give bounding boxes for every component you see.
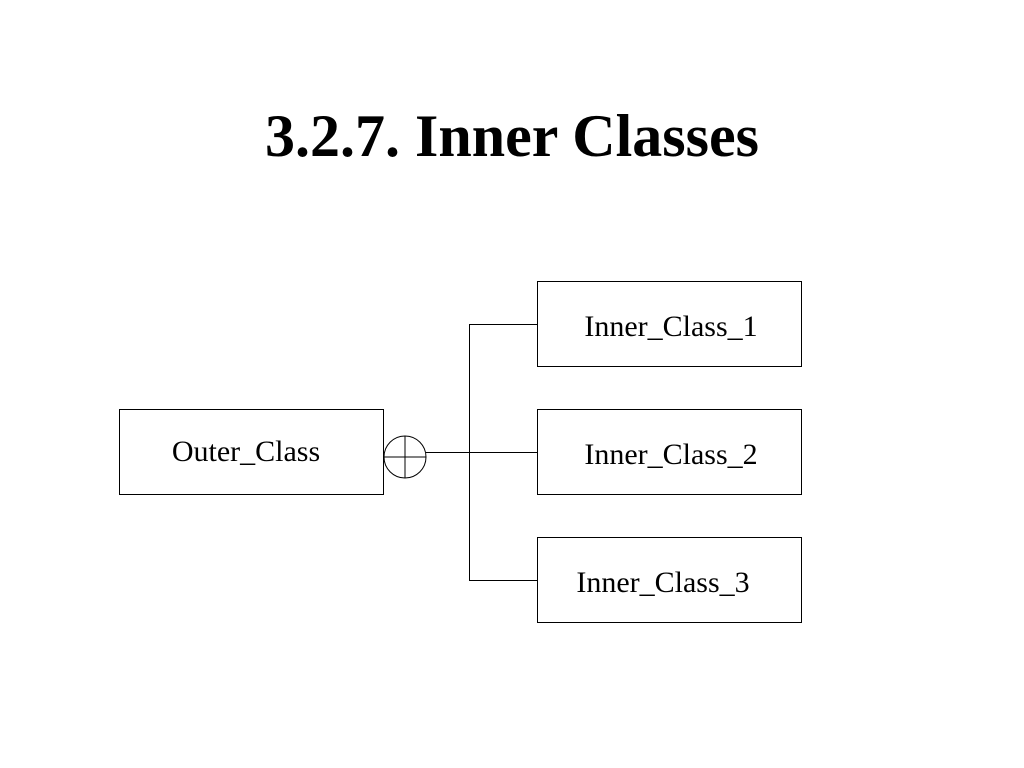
slide-title: 3.2.7. Inner Classes [265, 103, 759, 169]
inner-class-box-2 [537, 409, 802, 495]
inner-class-label-3: Inner_Class_3 [576, 566, 749, 599]
outer-class-box [119, 409, 384, 495]
outer-class-node: Outer_Class [119, 409, 384, 495]
inner-class-box-1 [537, 281, 802, 367]
containment-connectors [426, 324, 537, 581]
inner-class-box-3 [537, 537, 802, 623]
inner-class-node-3: Inner_Class_3 [537, 537, 802, 623]
inner-class-node-1: Inner_Class_1 [537, 281, 802, 367]
outer-class-label: Outer_Class [172, 435, 320, 468]
inner-class-node-2: Inner_Class_2 [537, 409, 802, 495]
circle-plus-icon [383, 435, 427, 479]
inner-class-label-1: Inner_Class_1 [584, 310, 757, 343]
inner-class-label-2: Inner_Class_2 [584, 438, 757, 471]
